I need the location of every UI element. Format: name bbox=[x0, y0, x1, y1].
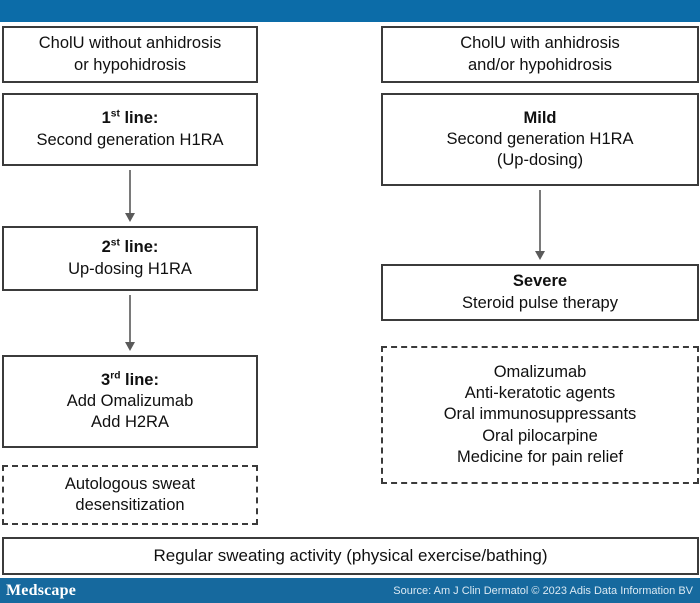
box-line-heading: 2st line: bbox=[101, 237, 159, 257]
second-line-treatment-box: 2st line: Up-dosing H1RA bbox=[2, 226, 258, 291]
box-line: Omalizumab bbox=[493, 363, 587, 382]
box-line: Oral pilocarpine bbox=[482, 426, 598, 445]
box-line: CholU with anhidrosis bbox=[460, 34, 620, 53]
box-line: Up-dosing H1RA bbox=[68, 259, 192, 278]
box-line: Regular sweating activity (physical exer… bbox=[153, 546, 548, 566]
arrow-second-to-third bbox=[108, 295, 152, 351]
box-line: Autologous sweat bbox=[64, 474, 196, 493]
source-attribution: Source: Am J Clin Dermatol © 2023 Adis D… bbox=[393, 584, 693, 597]
severe-treatment-box: Severe Steroid pulse therapy bbox=[381, 264, 699, 321]
box-line: Anti-keratotic agents bbox=[464, 384, 616, 403]
box-line: Second generation H1RA bbox=[36, 130, 224, 149]
mild-treatment-box: Mild Second generation H1RA (Up-dosing) bbox=[381, 93, 699, 186]
footer-bar: Medscape Source: Am J Clin Dermatol © 20… bbox=[0, 578, 700, 603]
box-line-heading: Severe bbox=[512, 272, 568, 291]
box-line-heading: 3rd line: bbox=[101, 370, 159, 389]
first-line-treatment-box: 1st line: Second generation H1RA bbox=[2, 93, 258, 166]
cholu-with-anhidrosis-box: CholU with anhidrosis and/or hypohidrosi… bbox=[381, 26, 699, 83]
box-line: Oral immunosuppressants bbox=[443, 405, 637, 424]
box-line: Steroid pulse therapy bbox=[462, 293, 618, 312]
box-line: desensitization bbox=[75, 496, 185, 514]
box-line: (Up-dosing) bbox=[496, 151, 584, 170]
box-line: Add Omalizumab bbox=[66, 391, 194, 410]
box-line: CholU without anhidrosis bbox=[38, 34, 222, 53]
header-bar bbox=[0, 0, 700, 22]
cholu-without-anhidrosis-box: CholU without anhidrosis or hypohidrosis bbox=[2, 26, 258, 83]
box-line: Add H2RA bbox=[91, 413, 169, 432]
additional-therapies-box: Omalizumab Anti-keratotic agents Oral im… bbox=[381, 346, 699, 484]
arrow-mild-to-severe bbox=[518, 190, 562, 260]
regular-sweating-activity-box: Regular sweating activity (physical exer… bbox=[2, 537, 699, 575]
third-line-treatment-box: 3rd line: Add Omalizumab Add H2RA bbox=[2, 355, 258, 448]
box-line: Medicine for pain relief bbox=[457, 447, 623, 466]
arrow-first-to-second bbox=[108, 170, 152, 222]
box-line-heading: Mild bbox=[523, 108, 557, 127]
box-line-heading: 1st line: bbox=[101, 108, 159, 128]
box-line: Second generation H1RA bbox=[446, 129, 634, 148]
medscape-logo: Medscape bbox=[6, 581, 77, 599]
box-line: or hypohidrosis bbox=[74, 55, 186, 74]
autologous-sweat-desensitization-box: Autologous sweat desensitization bbox=[2, 465, 258, 525]
box-line: and/or hypohidrosis bbox=[467, 55, 612, 74]
